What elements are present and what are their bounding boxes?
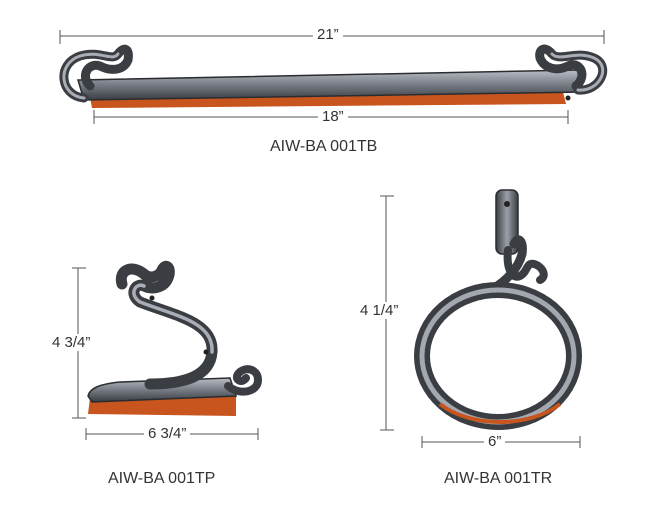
ring-width-label: 6” bbox=[484, 433, 506, 450]
paper-holder-icon bbox=[72, 260, 263, 440]
towel-bar-icon bbox=[59, 30, 608, 124]
holder-height-label: 4 3/4” bbox=[48, 334, 95, 351]
ring-height-label: 4 1/4” bbox=[356, 302, 403, 319]
holder-width-label: 6 3/4” bbox=[144, 425, 191, 442]
product-code-paper-holder: AIW-BA 001TP bbox=[108, 470, 216, 487]
overall-width-label: 21” bbox=[313, 26, 343, 43]
product-code-towel-ring: AIW-BA 001TR bbox=[444, 470, 553, 487]
towel-ring-icon bbox=[380, 189, 582, 448]
product-code-towel-bar: AIW-BA 001TB bbox=[270, 138, 378, 155]
bar-length-label: 18” bbox=[318, 108, 348, 125]
